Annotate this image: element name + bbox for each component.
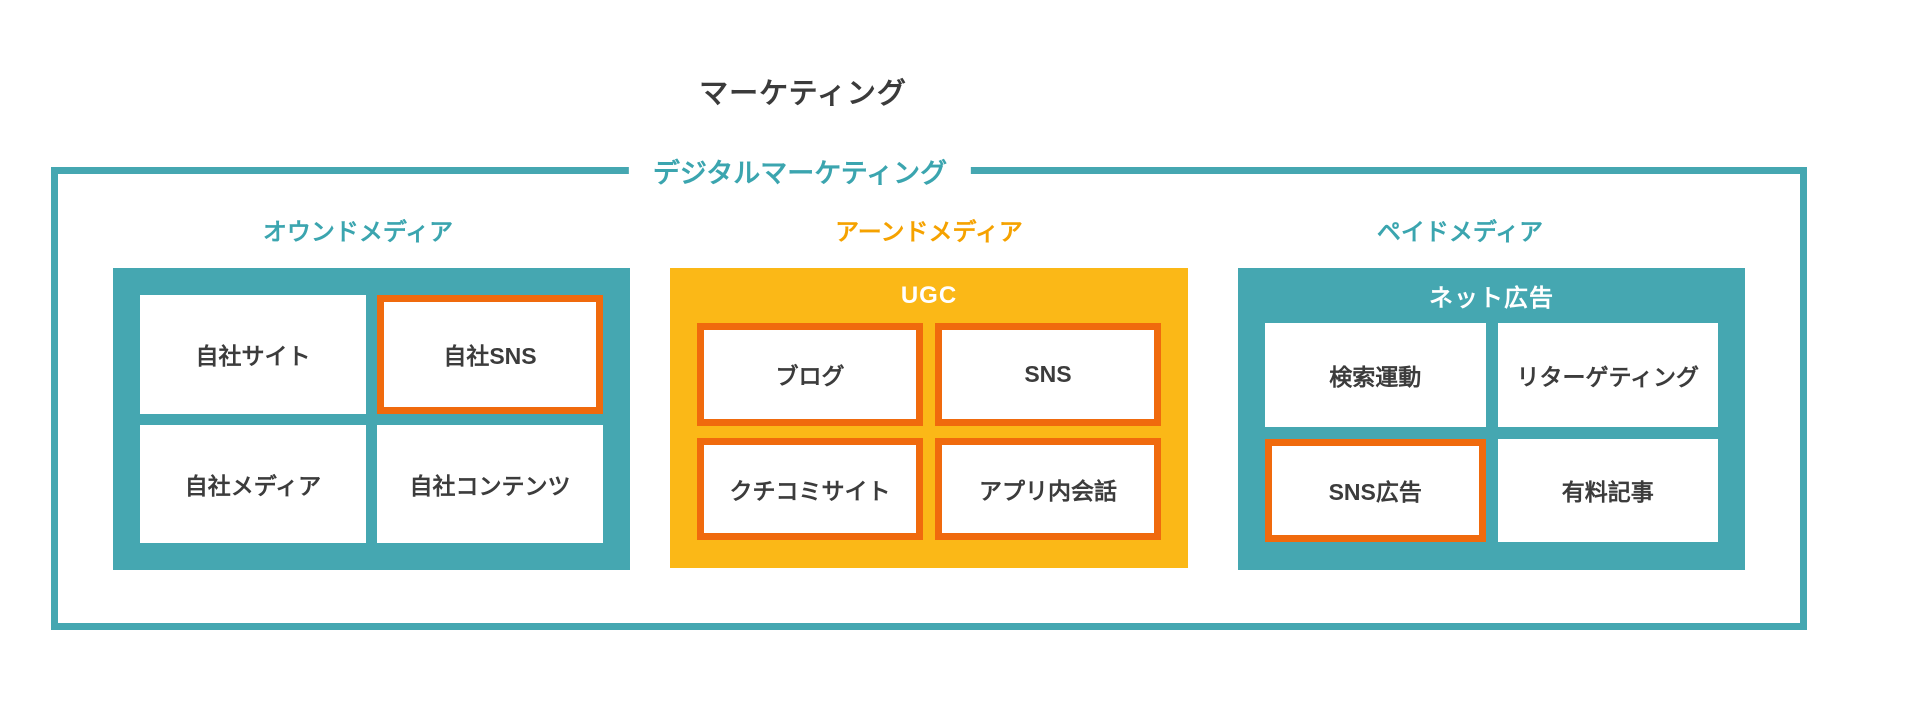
owned-media-label: オウンドメディア	[262, 219, 454, 246]
paid-media-label: ペイドメディア	[1376, 219, 1544, 246]
ugc-grid: ブログ SNS クチコミサイト アプリ内会話	[697, 323, 1161, 540]
cell-own-media: 自社メディア	[140, 424, 366, 543]
cell-own-content: 自社コンテンツ	[377, 424, 603, 543]
net-ad-header: ネット広告	[1429, 285, 1554, 312]
cell-blog: ブログ	[697, 323, 923, 426]
cell-review-site: クチコミサイト	[697, 437, 923, 540]
cell-in-app-chat: アプリ内会話	[935, 437, 1161, 540]
paid-media-box: ネット広告 検索運動 リターゲティング SNS広告 有料記事	[1238, 268, 1745, 570]
cell-sns: SNS	[935, 323, 1161, 426]
cell-sns-ads: SNS広告	[1265, 438, 1486, 542]
cell-own-sns: 自社SNS	[377, 295, 603, 414]
owned-media-box: 自社サイト 自社SNS 自社メディア 自社コンテンツ	[113, 268, 630, 570]
cell-search-ads: 検索運動	[1265, 323, 1486, 427]
earned-media-label: アーンドメディア	[835, 219, 1023, 246]
digital-marketing-label: デジタルマーケティング	[628, 151, 972, 191]
cell-paid-articles: 有料記事	[1497, 438, 1718, 542]
cell-own-website: 自社サイト	[140, 295, 366, 414]
earned-media-box: UGC ブログ SNS クチコミサイト アプリ内会話	[670, 268, 1188, 568]
ugc-header: UGC	[900, 281, 958, 309]
net-ad-grid: 検索運動 リターゲティング SNS広告 有料記事	[1265, 323, 1718, 542]
page-title: マーケティング	[699, 78, 907, 110]
cell-retargeting: リターゲティング	[1497, 323, 1718, 427]
